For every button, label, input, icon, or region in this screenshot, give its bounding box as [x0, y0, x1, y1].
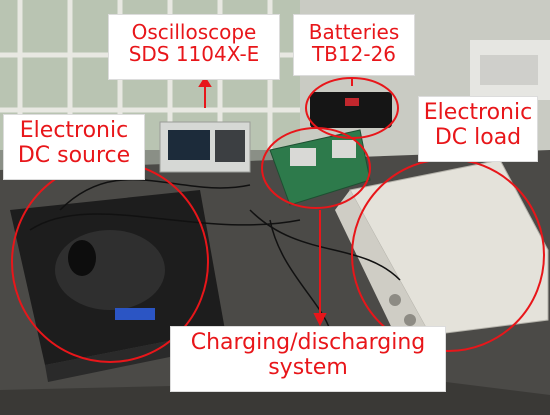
ellipse-charging-system — [261, 127, 371, 209]
mouse-pad — [55, 230, 165, 310]
cables — [29, 178, 401, 331]
oscilloscope-panel — [215, 130, 245, 162]
dc-source-display — [115, 308, 155, 320]
batteries-label-line-1: Batteries — [308, 20, 400, 44]
board-module-1 — [290, 148, 316, 166]
charging-system-label-line-1: Charging/discharging — [190, 330, 426, 355]
charging-system-label-line-2: system — [268, 354, 348, 380]
oscilloscope-label-line-1: Oscilloscope — [131, 20, 257, 44]
battery-terminal — [345, 98, 359, 106]
batteries-label-line-2: TB12-26 — [311, 42, 397, 67]
wall-panel-inner — [480, 55, 538, 85]
oscilloscope-label: Oscilloscope SDS 1104X-E — [108, 14, 280, 80]
batteries-label: Batteries TB12-26 — [293, 14, 415, 76]
board-module-2 — [332, 140, 356, 158]
battery-pack — [310, 92, 392, 128]
mouse — [68, 240, 96, 276]
oscilloscope-label-line-2: SDS 1104X-E — [128, 42, 260, 67]
dc-load-label: Electronic DC load — [418, 96, 538, 162]
annotation-arrows — [198, 76, 353, 327]
oscilloscope-screen — [168, 130, 210, 160]
charging-system-label: Charging/discharging system — [170, 326, 446, 392]
dc-load-label-line-1: Electronic — [423, 100, 533, 125]
dc-source-label: Electronic DC source — [3, 114, 145, 180]
dc-source-label-line-2: DC source — [17, 142, 131, 168]
dc-source-label-line-1: Electronic — [19, 118, 129, 143]
arrow-oscilloscope-head — [198, 76, 212, 87]
arrow-charging-system-head — [313, 313, 327, 327]
dc-load-label-line-2: DC load — [434, 124, 522, 150]
